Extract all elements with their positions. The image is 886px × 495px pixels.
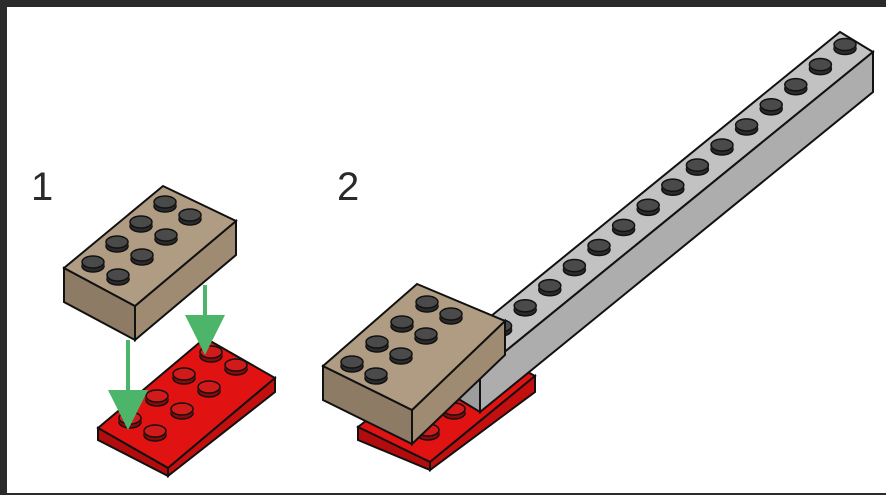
stud xyxy=(539,280,561,296)
stud xyxy=(146,390,168,406)
stud xyxy=(200,346,222,362)
stud xyxy=(440,308,462,324)
stud xyxy=(173,368,195,384)
stud xyxy=(365,368,387,384)
stud xyxy=(106,236,128,252)
stud xyxy=(341,356,363,372)
stud xyxy=(760,99,782,115)
step-1-red-plate xyxy=(98,338,275,476)
stud xyxy=(390,348,412,364)
stud xyxy=(662,179,684,195)
stud xyxy=(225,359,247,375)
stud xyxy=(736,119,758,135)
stud xyxy=(82,256,104,272)
stud xyxy=(415,328,437,344)
stud xyxy=(171,403,193,419)
stud xyxy=(834,38,856,54)
stud xyxy=(785,79,807,95)
stud xyxy=(563,260,585,276)
stud xyxy=(119,412,141,428)
stud xyxy=(711,139,733,155)
stud xyxy=(416,296,438,312)
stud xyxy=(686,159,708,175)
step-2-gray-beam xyxy=(447,32,873,412)
stud xyxy=(613,219,635,235)
stud xyxy=(391,316,413,332)
step-1-tan-brick xyxy=(64,186,236,340)
stud xyxy=(154,196,176,212)
stud xyxy=(144,425,166,441)
stud xyxy=(809,59,831,75)
stud xyxy=(366,336,388,352)
stud xyxy=(131,249,153,265)
stud xyxy=(155,229,177,245)
stud xyxy=(179,209,201,225)
stud xyxy=(107,269,129,285)
stud xyxy=(637,199,659,215)
stud xyxy=(514,300,536,316)
stud xyxy=(130,216,152,232)
stud xyxy=(588,239,610,255)
stud xyxy=(198,381,220,397)
